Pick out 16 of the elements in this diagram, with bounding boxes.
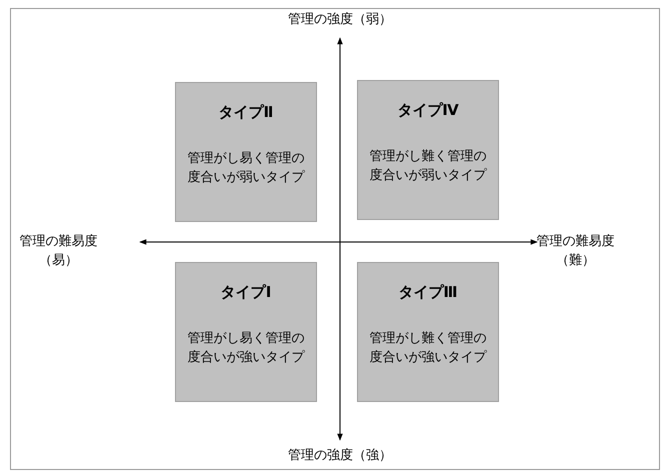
quadrant-box <box>175 82 317 222</box>
type-heading: タイプⅢ <box>397 283 459 302</box>
type-heading: タイプⅠ <box>220 283 272 302</box>
axis-label: 管理の難易度（易） <box>18 233 98 270</box>
axis-label: 管理の強度（強） <box>287 447 393 465</box>
quadrant-box <box>357 262 499 402</box>
type-description: 管理がし易く管理の度合いが強いタイプ <box>186 330 306 367</box>
type-heading: タイプⅣ <box>396 101 460 120</box>
type-description: 管理がし易く管理の度合いが弱いタイプ <box>186 150 306 187</box>
quadrant-box <box>357 80 499 220</box>
type-description: 管理がし難く管理の度合いが強いタイプ <box>368 330 488 367</box>
type-description: 管理がし難く管理の度合いが弱いタイプ <box>368 148 488 185</box>
axis-label: 管理の難易度（難） <box>535 233 616 270</box>
quadrant-box <box>175 262 317 402</box>
type-heading: タイプⅡ <box>218 103 274 122</box>
axis-label: 管理の強度（弱） <box>287 11 393 29</box>
